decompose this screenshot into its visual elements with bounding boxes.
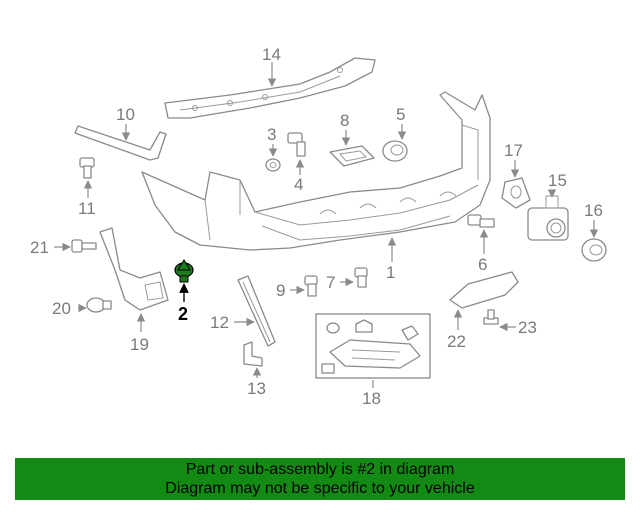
part-17-holder <box>501 177 531 209</box>
callout-20: 20 <box>52 299 71 318</box>
callout-11: 11 <box>78 199 96 218</box>
part-21-screw <box>71 239 97 253</box>
part-6-bolt <box>467 214 495 228</box>
banner-line-disclaimer: Diagram may not be specific to your vehi… <box>165 480 475 497</box>
callout-4: 4 <box>294 175 303 194</box>
callout-14: 14 <box>262 45 281 64</box>
part-10-strip <box>74 125 167 161</box>
parts-diagram: 14 10 3 4 8 5 11 21 20 19 1 12 13 9 7 6 … <box>30 45 607 408</box>
callout-22: 22 <box>447 332 466 351</box>
part-22-pad <box>449 271 519 309</box>
callout-2-highlighted: 2 <box>178 304 188 324</box>
part-9-screw <box>304 275 318 297</box>
part-23-clip <box>483 309 499 325</box>
part-2-clip-highlighted <box>174 259 194 283</box>
callout-9: 9 <box>276 281 285 300</box>
info-banner: Part or sub-assembly is #2 in diagram Di… <box>15 458 625 500</box>
part-8-bracket <box>329 145 375 167</box>
part-5-clip <box>382 140 408 162</box>
banner-line-part-number: Part or sub-assembly is #2 in diagram <box>185 461 455 478</box>
part-7-screw <box>354 267 368 288</box>
part-1-bumper-cover <box>141 91 491 251</box>
part-11-screw <box>79 157 95 179</box>
part-15-sensor <box>527 195 569 241</box>
callout-18: 18 <box>362 389 381 408</box>
part-3-grommet <box>265 158 281 172</box>
part-14-reinforcement <box>164 57 376 119</box>
part-12-trim-strip <box>237 275 276 347</box>
leader-lines <box>54 62 599 388</box>
callout-13: 13 <box>247 379 266 398</box>
callout-labels: 14 10 3 4 8 5 11 21 20 19 1 12 13 9 7 6 … <box>30 45 603 408</box>
callout-19: 19 <box>130 335 149 354</box>
part-16-ring <box>581 238 607 262</box>
callout-8: 8 <box>340 111 349 130</box>
callout-1: 1 <box>386 263 395 282</box>
callout-12: 12 <box>210 313 229 332</box>
callout-6: 6 <box>478 255 487 274</box>
callout-7: 7 <box>326 273 335 292</box>
callout-16: 16 <box>584 201 603 220</box>
callout-17: 17 <box>504 141 523 160</box>
part-18-kit-box <box>315 313 431 379</box>
callout-21: 21 <box>30 238 49 257</box>
callout-3: 3 <box>267 125 276 144</box>
part-19-side-bracket <box>99 227 169 311</box>
callout-23: 23 <box>518 318 537 337</box>
callout-10: 10 <box>116 105 135 124</box>
callout-15: 15 <box>548 171 567 190</box>
part-20-clip <box>86 297 112 313</box>
part-13-bracket <box>243 341 263 367</box>
callout-5: 5 <box>396 105 405 124</box>
part-4-bolt <box>287 132 306 157</box>
